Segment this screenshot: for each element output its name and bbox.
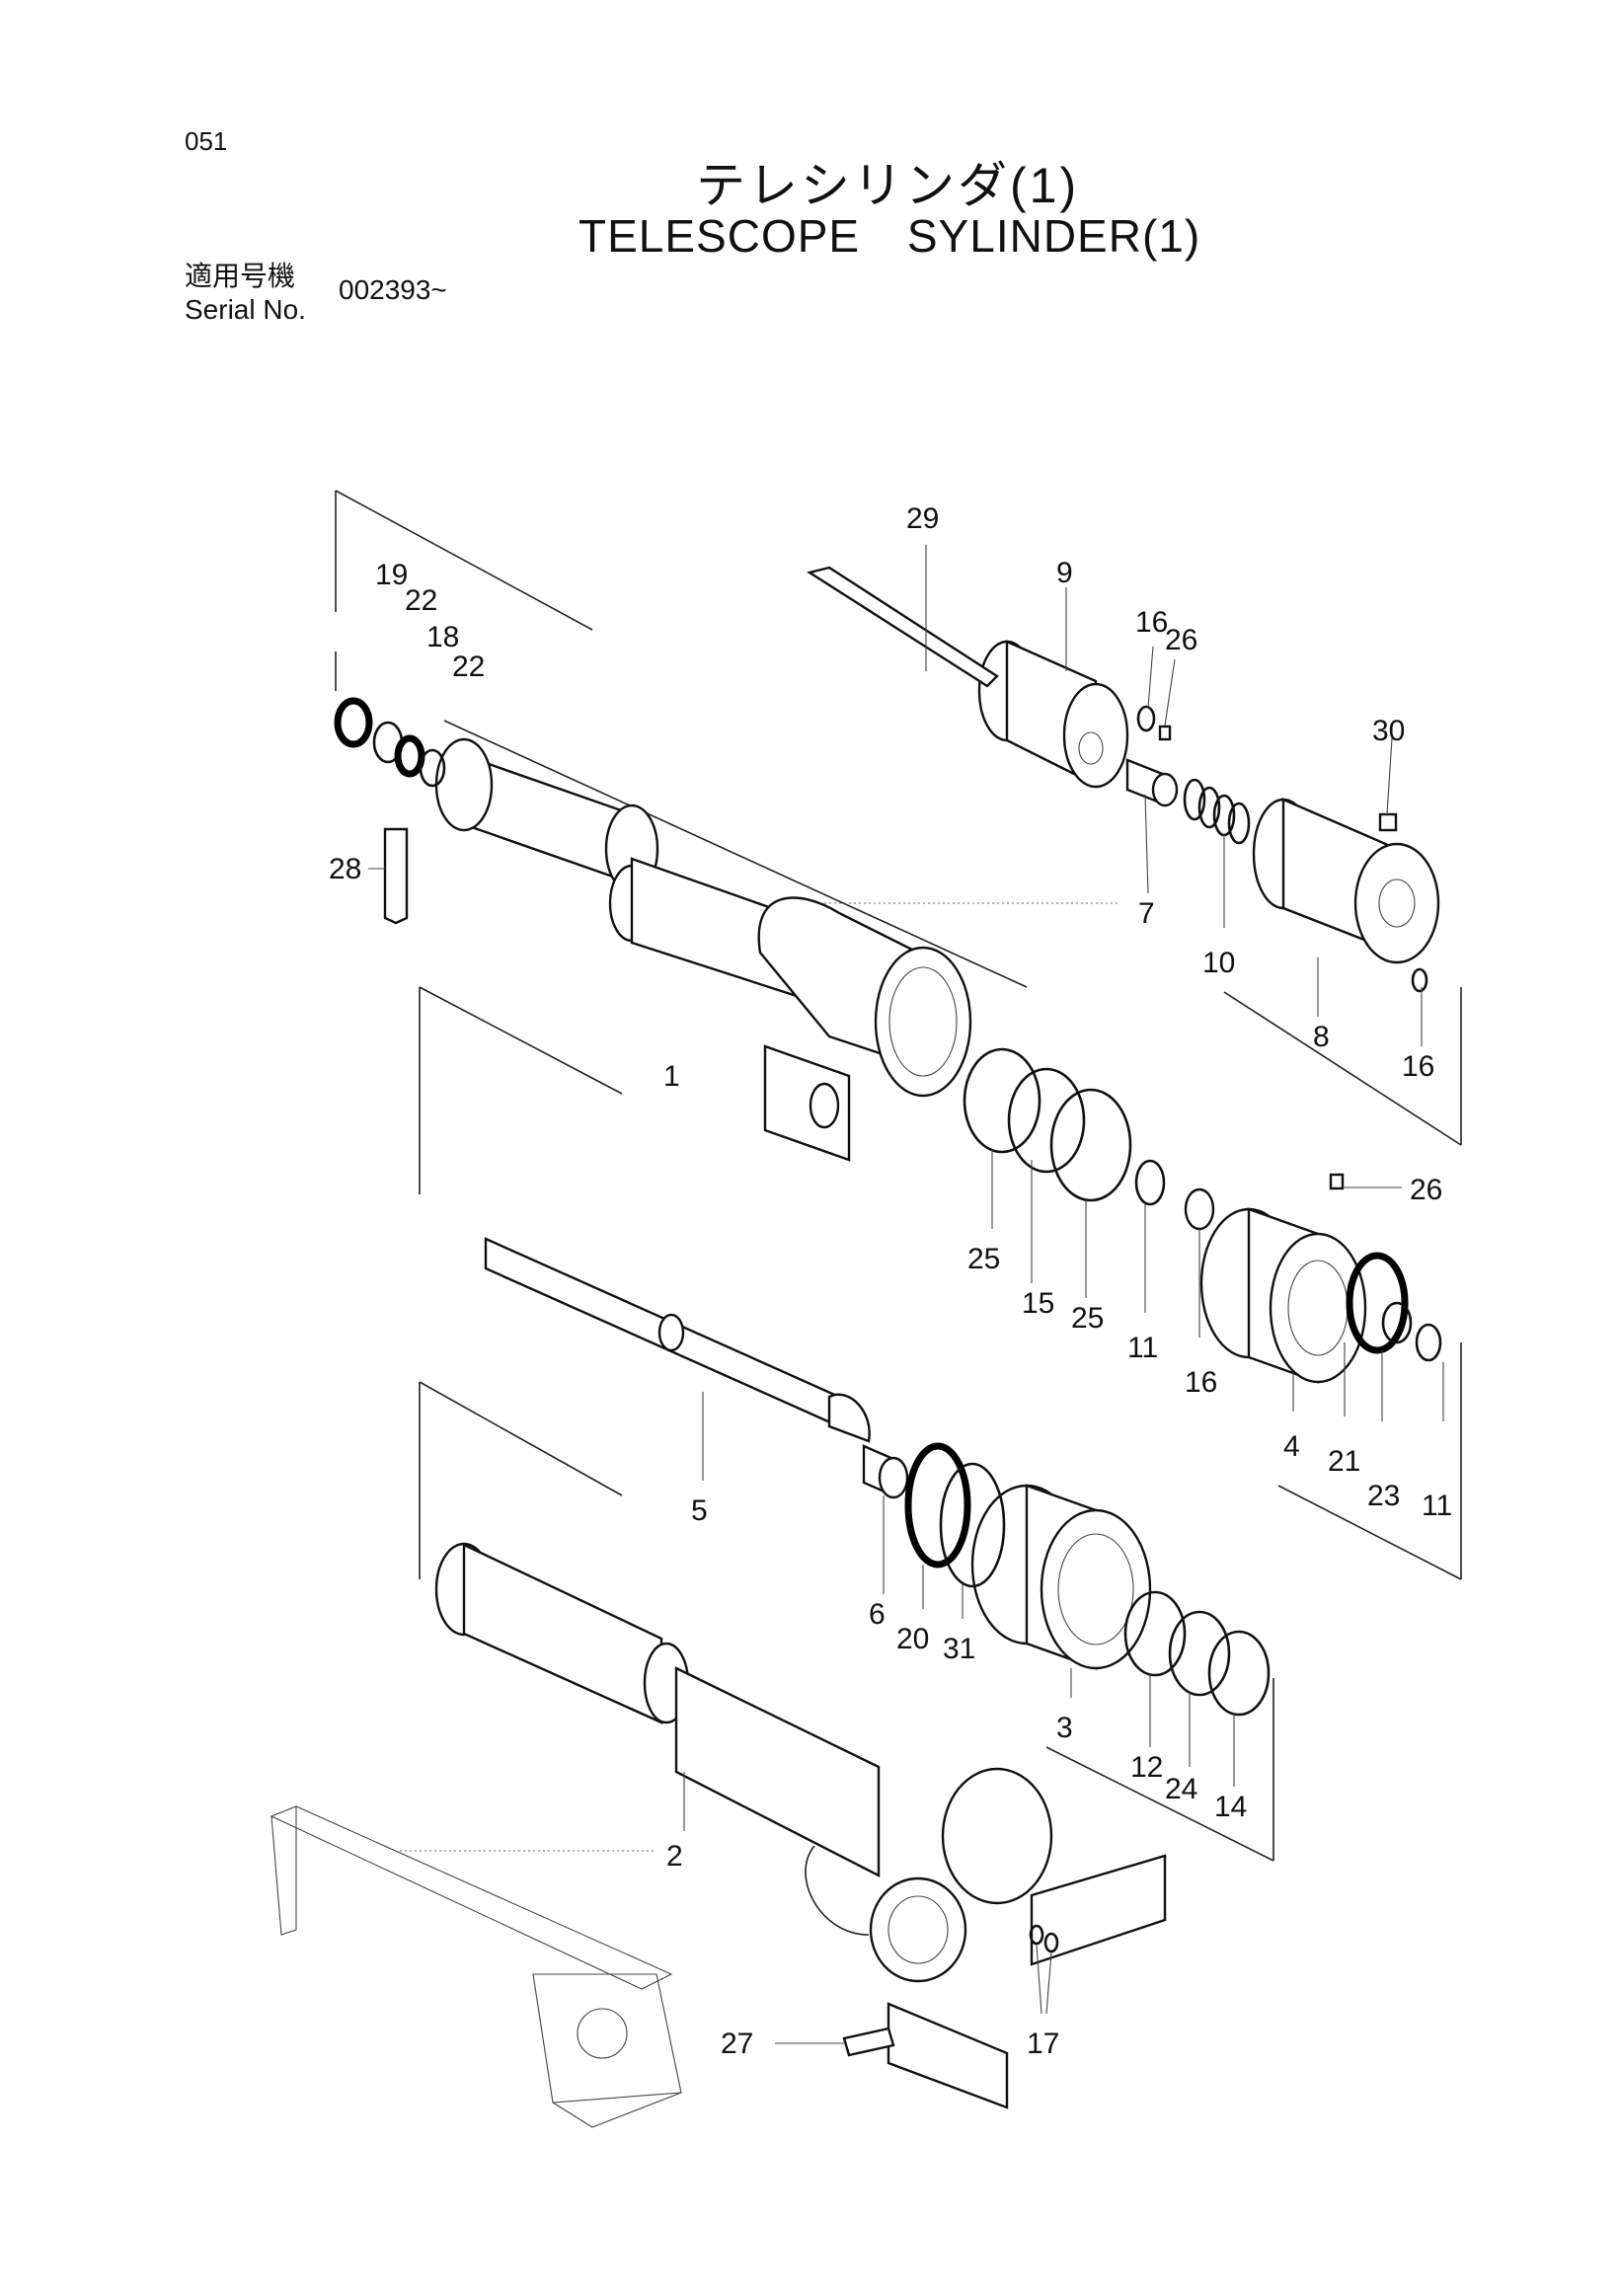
callout-labels: 29 9 16 26 30 19 22 18 22 28 7 10 8 16 2… (329, 502, 1452, 2060)
callout-2: 2 (666, 1840, 683, 1873)
callout-30: 30 (1372, 715, 1405, 747)
callout-26: 26 (1165, 624, 1197, 656)
part-3-gland (970, 1484, 1152, 1670)
callout-25: 25 (1071, 1302, 1104, 1335)
callout-17: 17 (1027, 2028, 1059, 2060)
callout-20: 20 (896, 1623, 929, 1655)
part-7-sleeve (1125, 758, 1179, 807)
part-1-cylinder-tube (434, 737, 972, 1162)
page-title-english: TELESCOPE SYLINDER(1) (579, 210, 1201, 262)
callout-21: 21 (1328, 1445, 1360, 1478)
seals-and-rings (334, 697, 1442, 1953)
leader-lines (368, 545, 1444, 2044)
callout-26: 26 (1410, 1174, 1442, 1206)
page-number: 051 (185, 126, 228, 156)
part-5-rod (484, 1237, 871, 1443)
callout-22: 22 (405, 584, 437, 617)
callout-4: 4 (1283, 1430, 1300, 1463)
callout-11: 11 (1422, 1490, 1452, 1522)
crane-sketch (270, 1805, 682, 2128)
callout-9: 9 (1056, 557, 1073, 589)
part-2-inner-cylinder (434, 1542, 1167, 2109)
callout-13: 15 (1022, 1287, 1054, 1320)
callout-16: 16 (1402, 1050, 1434, 1083)
callout-25: 25 (967, 1243, 1000, 1275)
part-10-spring (1183, 778, 1251, 845)
callout-7: 7 (1138, 897, 1155, 930)
callout-1: 1 (663, 1060, 680, 1093)
callout-16: 16 (1135, 606, 1168, 639)
part-4-piston (1199, 1207, 1367, 1384)
callout-29: 28 (329, 853, 361, 885)
part-27-bolt (842, 2027, 895, 2057)
callout-31: 31 (943, 1633, 975, 1665)
callout-27: 27 (721, 2028, 753, 2060)
callout-18: 18 (426, 621, 459, 653)
part-29-bolt (383, 827, 409, 925)
serial-number-value: 002393~ (339, 274, 447, 305)
part-9-valve-block (977, 640, 1129, 789)
callout-28: 29 (906, 502, 939, 535)
callout-11: 11 (1127, 1332, 1158, 1364)
callout-19: 19 (375, 559, 408, 591)
part-8-head (1252, 798, 1440, 964)
page-title-japanese: テレシリンダ(1) (696, 158, 1080, 213)
callout-3: 3 (1056, 1712, 1073, 1744)
callout-10: 10 (1202, 947, 1235, 979)
part-28-long-bolt (807, 566, 999, 688)
callout-5: 5 (691, 1494, 708, 1527)
callout-8: 8 (1313, 1021, 1330, 1053)
callout-15: 16 (1185, 1366, 1217, 1399)
callout-24: 24 (1165, 1773, 1197, 1805)
callout-12: 12 (1130, 1751, 1163, 1784)
part-6-collar (862, 1444, 909, 1499)
applicable-model-label: 適用号機 (185, 261, 296, 291)
callout-6: 6 (869, 1598, 886, 1631)
serial-number-label: Serial No. (185, 294, 306, 325)
guide-lines (335, 490, 1462, 1862)
callout-14: 14 (1214, 1791, 1247, 1823)
callout-22: 22 (452, 651, 485, 683)
callout-23: 23 (1367, 1480, 1400, 1512)
